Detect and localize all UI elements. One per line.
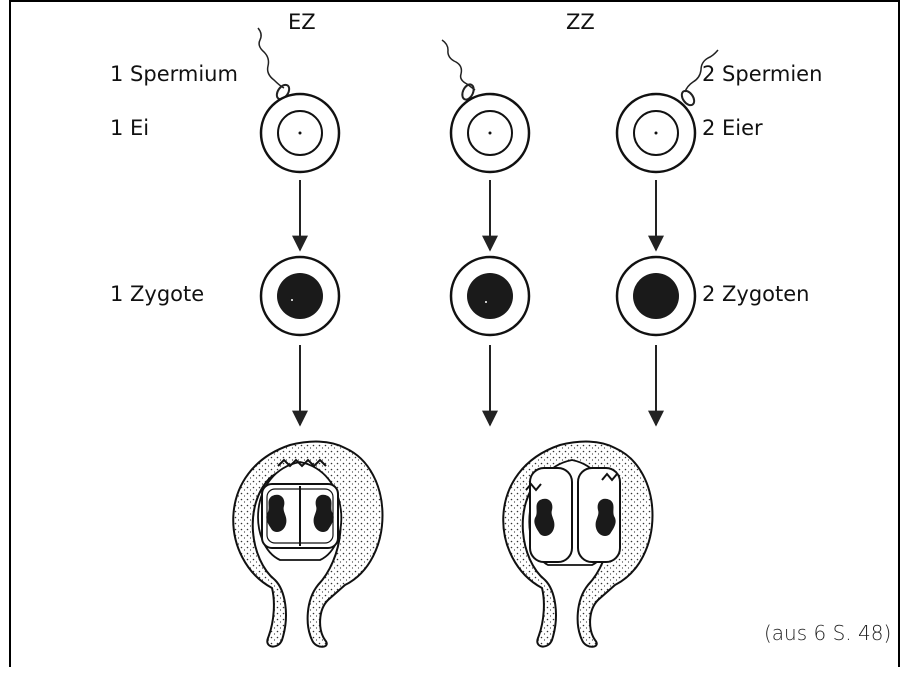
- sperm-1: [258, 28, 292, 101]
- uterus-identical-twins: [233, 442, 382, 647]
- zygote-2: [451, 257, 529, 335]
- zygote-1: [261, 257, 339, 335]
- egg-cell-2: [451, 94, 529, 172]
- uterus-fraternal-twins: [503, 442, 652, 647]
- sperm-2: [442, 40, 476, 101]
- egg-cell-1: [261, 94, 339, 172]
- sperm-3: [679, 50, 718, 107]
- egg-cell-3: [617, 94, 695, 172]
- zygote-3: [617, 257, 695, 335]
